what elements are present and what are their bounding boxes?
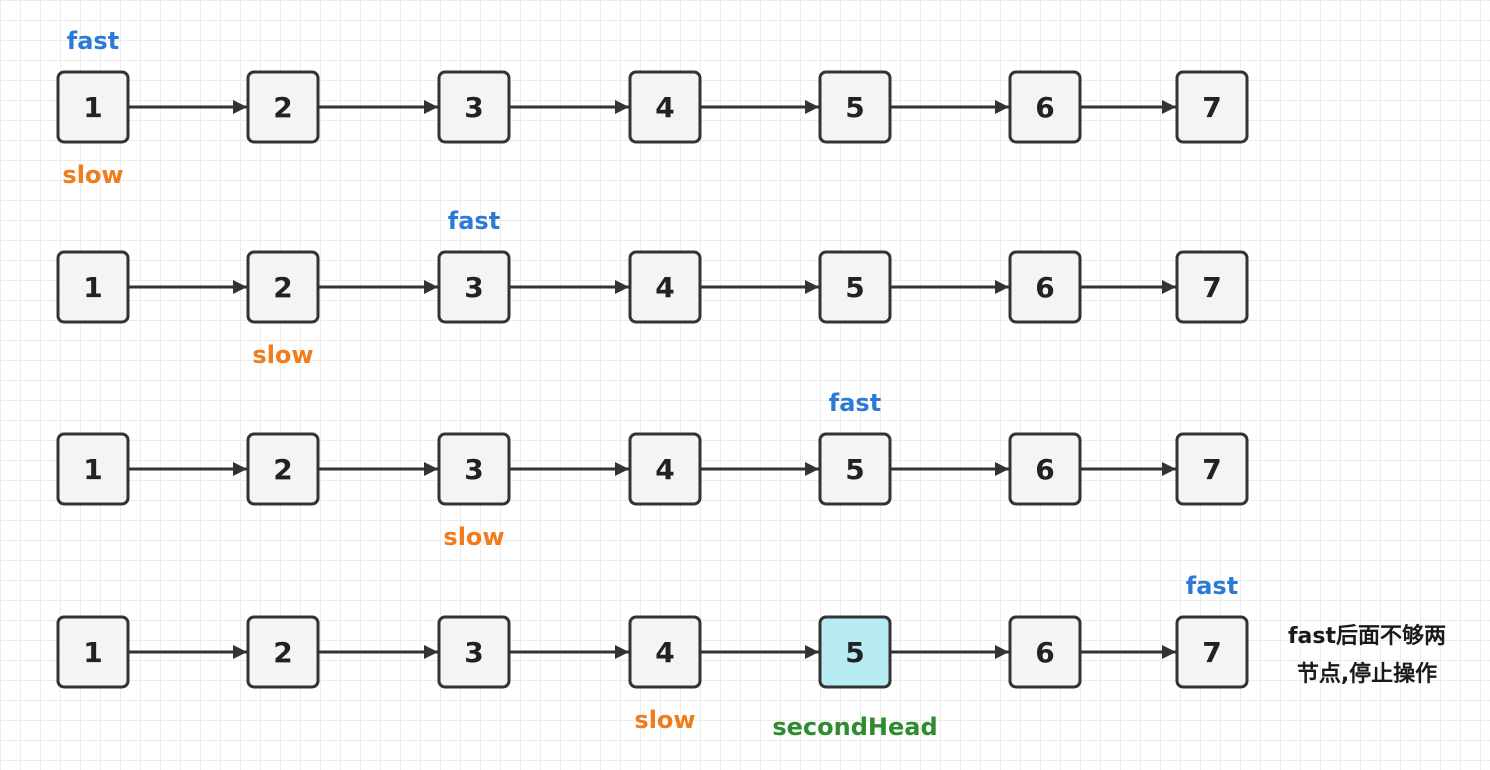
list-node <box>56 250 130 324</box>
list-node <box>246 70 320 144</box>
list-node <box>246 432 320 506</box>
list-node <box>56 432 130 506</box>
node-value: 5 <box>845 91 864 124</box>
node-value: 1 <box>83 91 102 124</box>
node-value: 7 <box>1202 453 1221 486</box>
node-value: 4 <box>655 453 674 486</box>
stop-condition-note: fast后面不够两 节点,停止操作 <box>1262 618 1472 694</box>
list-node <box>1175 432 1249 506</box>
node-value: 2 <box>273 453 292 486</box>
node-value: 1 <box>83 636 102 669</box>
list-node <box>437 615 511 689</box>
node-value: 3 <box>464 636 483 669</box>
list-node <box>1008 70 1082 144</box>
list-node <box>628 70 702 144</box>
list-row-1: 1 2 3 4 5 6 7 fast slow <box>56 27 1249 189</box>
node-value: 2 <box>273 91 292 124</box>
list-node <box>437 432 511 506</box>
node-value: 7 <box>1202 636 1221 669</box>
note-line-1: fast后面不够两 <box>1287 624 1447 649</box>
node-value: 5 <box>845 271 864 304</box>
list-node <box>246 615 320 689</box>
list-node <box>437 70 511 144</box>
node-value: 4 <box>655 271 674 304</box>
node-value: 6 <box>1035 271 1054 304</box>
note-line-2: 节点,停止操作 <box>1296 662 1438 687</box>
list-node <box>1008 432 1082 506</box>
node-value: 7 <box>1202 91 1221 124</box>
list-node <box>246 250 320 324</box>
list-row-2: 1 2 3 4 5 6 7 fast slow <box>56 207 1249 369</box>
node-value: 6 <box>1035 453 1054 486</box>
list-node <box>56 70 130 144</box>
list-node <box>818 432 892 506</box>
list-node <box>1175 70 1249 144</box>
list-node-highlighted <box>818 615 892 689</box>
node-value: 4 <box>655 636 674 669</box>
node-value: 6 <box>1035 91 1054 124</box>
node-value: 6 <box>1035 636 1054 669</box>
list-node <box>1175 615 1249 689</box>
node-value: 5 <box>845 636 864 669</box>
node-value: 7 <box>1202 271 1221 304</box>
node-value: 3 <box>464 91 483 124</box>
list-node <box>1008 250 1082 324</box>
fast-pointer-label: fast <box>67 27 119 55</box>
list-node <box>818 250 892 324</box>
slow-pointer-label: slow <box>62 161 123 189</box>
list-node <box>628 615 702 689</box>
node-value: 1 <box>83 271 102 304</box>
node-value: 5 <box>845 453 864 486</box>
node-value: 3 <box>464 271 483 304</box>
slow-pointer-label: slow <box>634 706 695 734</box>
list-node <box>628 250 702 324</box>
node-value: 1 <box>83 453 102 486</box>
list-node <box>1175 250 1249 324</box>
list-row-3: 1 2 3 4 5 6 7 fast slow <box>56 389 1249 551</box>
list-node <box>1008 615 1082 689</box>
node-value: 3 <box>464 453 483 486</box>
node-value: 2 <box>273 636 292 669</box>
node-value: 2 <box>273 271 292 304</box>
second-head-label: secondHead <box>772 713 937 741</box>
list-row-4: 1 2 3 4 5 6 7 fast slow secondHead <box>56 572 1249 741</box>
list-node <box>818 70 892 144</box>
slow-pointer-label: slow <box>252 341 313 369</box>
list-node <box>56 615 130 689</box>
list-node <box>628 432 702 506</box>
node-value: 4 <box>655 91 674 124</box>
slow-pointer-label: slow <box>443 523 504 551</box>
fast-pointer-label: fast <box>829 389 881 417</box>
fast-pointer-label: fast <box>448 207 500 235</box>
list-node <box>437 250 511 324</box>
fast-pointer-label: fast <box>1186 572 1238 600</box>
